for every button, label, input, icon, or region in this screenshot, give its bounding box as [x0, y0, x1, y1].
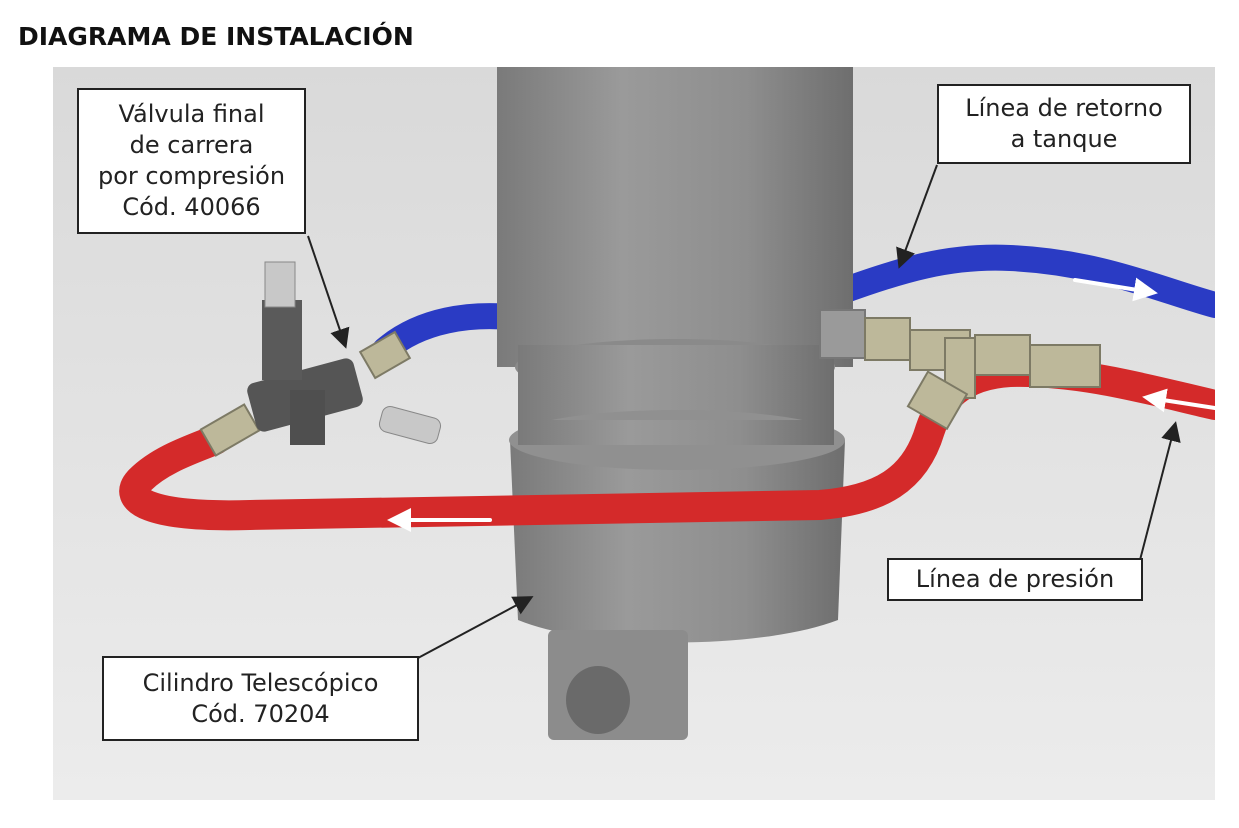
return-line-label-line1: Línea de retorno: [965, 94, 1163, 122]
valve-label-line2: de carrera: [129, 131, 254, 159]
valve-label-line4: Cód. 40066: [122, 193, 261, 221]
valve-label-line1: Válvula final: [118, 100, 265, 128]
page-title: DIAGRAMA DE INSTALACIÓN: [18, 22, 414, 51]
pressure-line-label: Línea de presión: [887, 558, 1143, 601]
valve-label-line3: por compresión: [97, 162, 286, 190]
return-line-label-line2: a tanque: [1010, 125, 1118, 153]
fittings: [199, 309, 1101, 457]
limit-valve: [247, 261, 442, 445]
cylinder-label: Cilindro Telescópico Cód. 70204: [102, 656, 419, 741]
telescopic-cylinder: [497, 67, 853, 740]
cylinder-label-line1: Cilindro Telescópico: [142, 668, 379, 697]
return-line-label: Línea de retorno a tanque: [937, 84, 1191, 164]
valve-label: Válvula final de carrera por compresión …: [77, 88, 306, 234]
cylinder-label-line2: Cód. 70204: [191, 699, 330, 728]
pressure-line-label-line1: Línea de presión: [915, 565, 1115, 593]
